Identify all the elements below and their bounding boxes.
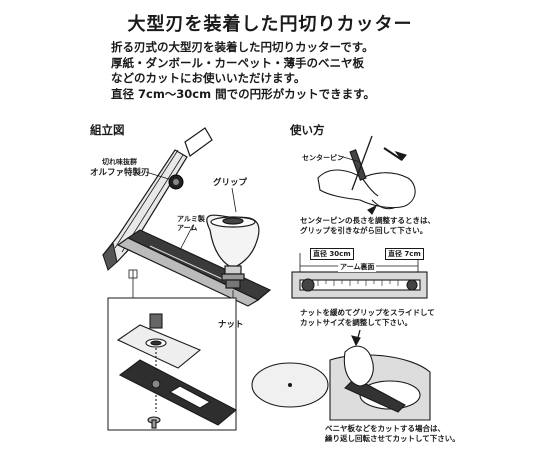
nut-label: ナット bbox=[218, 320, 244, 330]
grip-label: グリップ bbox=[213, 178, 248, 188]
detail-drawing bbox=[116, 313, 237, 429]
diameter-30-label: 直径 30cm bbox=[310, 248, 354, 260]
caption-pin-adjust: センターピンの長さを調整するときは、 グリップを引きながら回して下さい。 bbox=[300, 216, 435, 236]
blade-label: オルファ特製刃 bbox=[90, 168, 150, 178]
center-pin-label: センターピン bbox=[302, 154, 344, 162]
caption-line: ナットを緩めてグリップをスライドして bbox=[300, 308, 435, 317]
caption-size-adjust: ナットを緩めてグリップをスライドして カットサイズを調整して下さい。 bbox=[300, 308, 435, 328]
caption-repeat-cut: ベニヤ板などをカットする場合は、 繰り返し回転させてカットして下さい。 bbox=[325, 424, 460, 444]
description-line: などのカットにお使いいただけます。 bbox=[111, 71, 306, 85]
grip-icon bbox=[206, 214, 260, 289]
assembly-heading: 組立図 bbox=[90, 123, 125, 137]
circle-cutting-illustration bbox=[251, 329, 431, 421]
diameter-7-label: 直径 7cm bbox=[385, 248, 424, 260]
arm-back-label: アーム裏面 bbox=[338, 262, 377, 272]
arm-label-2: アーム bbox=[177, 224, 198, 232]
description-line: 直径 7cm〜30cm 間での円形がカットできます。 bbox=[111, 86, 375, 101]
caption-line: ベニヤ板などをカットする場合は、 bbox=[325, 424, 445, 433]
page-title: 大型刃を装着した円切りカッター bbox=[127, 14, 413, 35]
scale-ticks bbox=[317, 280, 399, 286]
caption-line: カットサイズを調整して下さい。 bbox=[300, 318, 413, 327]
caption-line: 繰り返し回転させてカットして下さい。 bbox=[325, 434, 460, 443]
description-line: 厚紙・ダンボール・カーペット・薄手のベニヤ板 bbox=[111, 55, 364, 70]
description-line: 折る刃式の大型刃を装着した円切りカッターです。 bbox=[111, 40, 374, 54]
arm-label-1: アルミ製 bbox=[177, 215, 205, 223]
blade-icon bbox=[102, 241, 118, 271]
product-description: 折る刃式の大型刃を装着した円切りカッターです。 厚紙・ダンボール・カーペット・薄… bbox=[111, 40, 375, 102]
hand-pin-illustration bbox=[317, 135, 416, 215]
arm-scale bbox=[291, 253, 428, 299]
caption-line: センターピンの長さを調整するときは、 bbox=[300, 216, 435, 225]
blade-label-sub: 切れ味抜群 bbox=[102, 158, 137, 166]
usage-heading: 使い方 bbox=[290, 123, 325, 137]
caption-line: グリップを引きながら回して下さい。 bbox=[300, 226, 428, 235]
